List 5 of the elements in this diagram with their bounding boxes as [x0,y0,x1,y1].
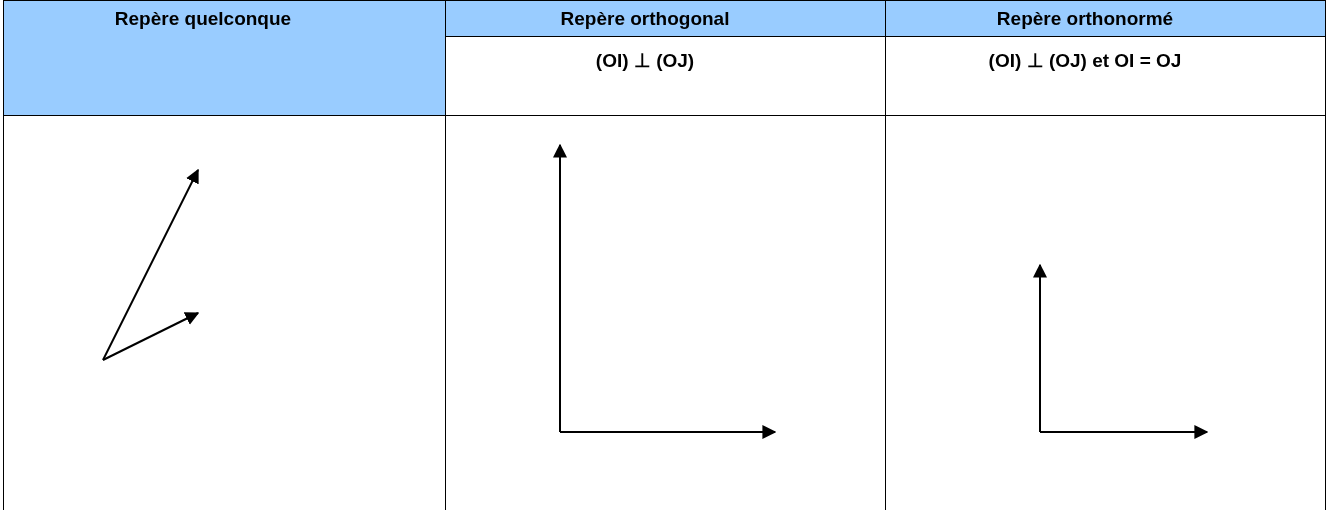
condition-text: (OI) ⊥ (OJ) [595,49,695,73]
column-header: Repère orthogonal [560,7,730,31]
column-header: Repère quelconque [114,7,292,31]
condition-text: (OI) ⊥ (OJ) et OI = OJ [988,49,1182,73]
column-header: Repère orthonormé [996,7,1174,31]
